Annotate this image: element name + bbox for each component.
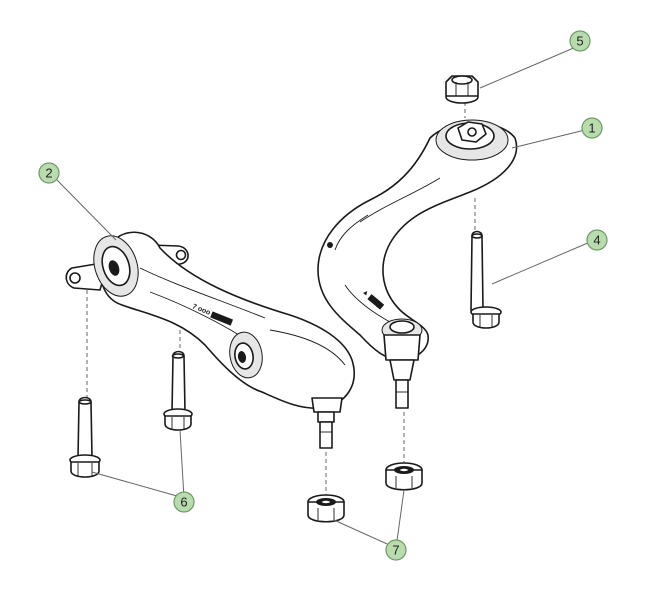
nut-lower-a bbox=[307, 494, 345, 523]
callout-6: 6 bbox=[173, 491, 195, 513]
control-arm-straight: 7 ooo ▆▆▆▆ bbox=[65, 231, 355, 449]
callout-7: 7 bbox=[385, 539, 407, 561]
bolt-left-a bbox=[163, 350, 193, 431]
callout-1: 1 bbox=[581, 117, 603, 139]
svg-text:5: 5 bbox=[576, 34, 583, 49]
leader-lines bbox=[56, 43, 591, 549]
callout-5: 5 bbox=[569, 30, 591, 52]
callout-2: 2 bbox=[38, 162, 60, 184]
callout-4: 4 bbox=[586, 229, 608, 251]
assembly-axes bbox=[86, 102, 476, 495]
svg-text:4: 4 bbox=[593, 233, 600, 248]
nut-top bbox=[445, 75, 479, 104]
nut-lower-b bbox=[385, 462, 423, 491]
control-arm-curved: ▲ ▆▆▆ bbox=[317, 119, 518, 409]
bolt-left-b bbox=[69, 396, 101, 478]
svg-text:1: 1 bbox=[588, 121, 595, 136]
svg-text:6: 6 bbox=[180, 495, 187, 510]
svg-text:2: 2 bbox=[45, 166, 52, 181]
bolt-right bbox=[470, 230, 502, 329]
svg-text:7: 7 bbox=[392, 543, 399, 558]
